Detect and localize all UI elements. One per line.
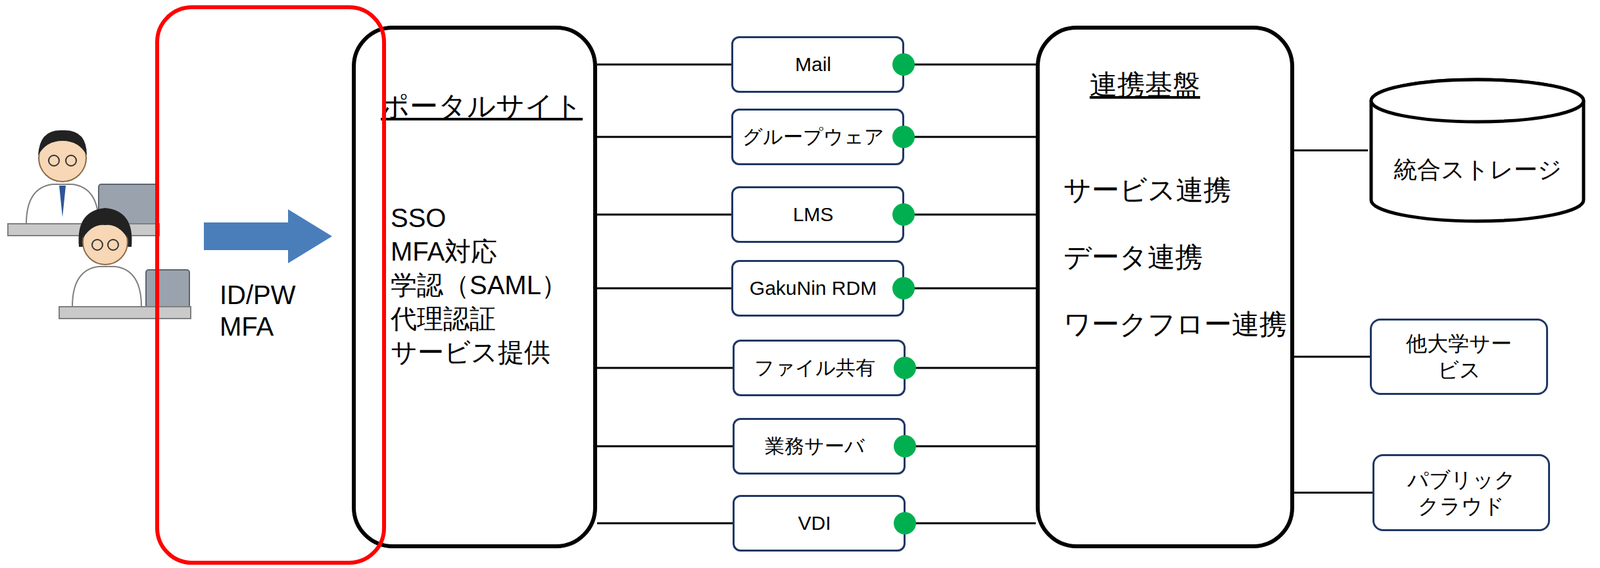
connector-line	[597, 445, 733, 448]
feature-item: SSO	[390, 201, 446, 234]
connector-line	[905, 366, 1036, 369]
connection-dot	[893, 434, 917, 458]
svc-box: ファイル共有	[732, 339, 906, 396]
feature-item: 代理認証	[390, 302, 496, 335]
red-box: ID/PW MFA	[155, 5, 387, 565]
connection-dot	[892, 53, 915, 76]
svc-box: LMS	[731, 186, 905, 243]
connector-line	[597, 366, 733, 369]
service-label: VDI	[797, 511, 831, 534]
svc-box: 業務サーバ	[732, 417, 906, 475]
integration-item: ワークフロー連携	[1063, 308, 1287, 340]
ext-box: 他大学サービス	[1369, 318, 1549, 395]
connector-line	[597, 213, 732, 216]
connector-line	[597, 63, 732, 66]
portal-box: ポータルサイト SSOMFA対応学認（SAML）代理認証サービス提供	[351, 25, 598, 548]
feature-item: MFA対応	[390, 235, 498, 267]
feature-item: サービス提供	[390, 336, 551, 368]
connector-line	[597, 287, 732, 290]
svc-box: グループウェア	[731, 108, 905, 166]
box-heading: 連携基盤	[1089, 66, 1201, 104]
connection-dot	[893, 356, 917, 379]
integration-item: データ連携	[1063, 241, 1203, 273]
integration-item: サービス連携	[1063, 174, 1232, 206]
connector-line	[904, 63, 1036, 66]
service-label: ファイル共有	[754, 354, 876, 382]
svc-box: Mail	[731, 36, 905, 93]
user-figure	[59, 207, 191, 319]
service-label: GakuNin RDM	[749, 276, 877, 300]
connector-line	[597, 522, 733, 525]
connection-dot	[892, 276, 915, 300]
storage-label: 統合ストレージ	[1393, 153, 1562, 187]
service-label: LMS	[793, 203, 834, 226]
feature-item: 学認（SAML）	[390, 268, 568, 301]
connection-dot	[893, 511, 917, 534]
box-heading: ポータルサイト	[380, 87, 583, 126]
connection-dot	[892, 125, 915, 148]
service-label: Mail	[795, 53, 832, 76]
connector-line	[905, 445, 1036, 448]
svc-box: GakuNin RDM	[731, 259, 905, 317]
connector-line	[597, 136, 732, 139]
service-label: 業務サーバ	[764, 432, 865, 460]
connector-line	[904, 213, 1036, 216]
connector-line	[905, 522, 1036, 525]
connector-line	[904, 136, 1036, 139]
connector-line	[1294, 491, 1373, 494]
credential-label: ID/PW MFA	[219, 278, 315, 342]
cylinder-outline	[1367, 76, 1587, 225]
external-label: パブリック クラウド	[1402, 466, 1520, 519]
cyl-box: 統合ストレージ	[1367, 76, 1587, 225]
connection-dot	[892, 203, 915, 226]
connector-line	[904, 287, 1036, 290]
external-label: 他大学サービス	[1400, 330, 1518, 383]
ext-box: パブリック クラウド	[1372, 453, 1551, 531]
connector-line	[1294, 355, 1370, 358]
svc-box: VDI	[732, 494, 906, 552]
service-label: グループウェア	[742, 123, 885, 151]
hub-box: 連携基盤サービス連携データ連携ワークフロー連携	[1035, 25, 1295, 548]
login-arrow	[203, 209, 333, 264]
connector-line	[1294, 149, 1368, 152]
